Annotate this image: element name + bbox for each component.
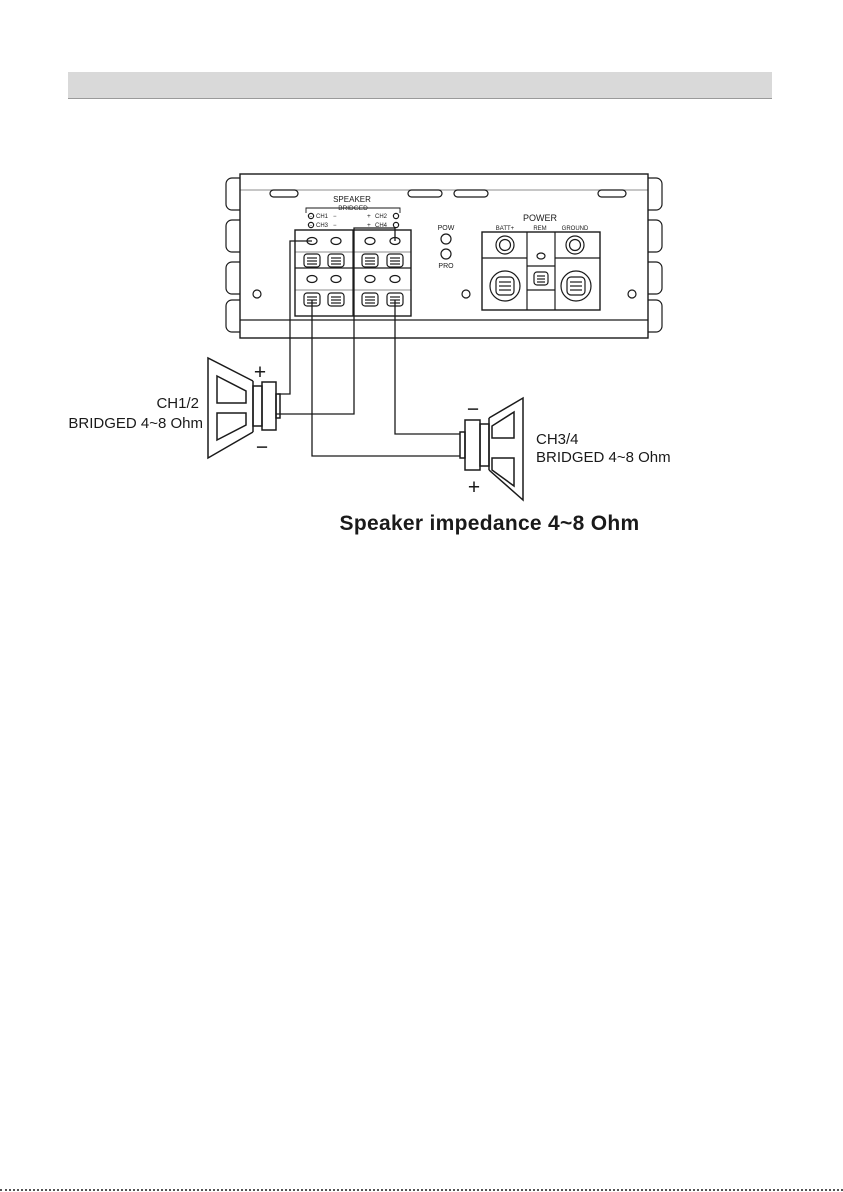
ch3-minus: − — [333, 223, 337, 229]
ch2-label: CH2 — [375, 214, 388, 220]
amplifier-chassis — [226, 174, 662, 338]
ch2-plus: + — [367, 213, 371, 220]
rem-label: REM — [533, 226, 546, 232]
left-speaker-plus: + — [254, 361, 266, 384]
right-speaker-impedance-label: BRIDGED 4~8 Ohm — [536, 449, 671, 466]
impedance-caption: Speaker impedance 4~8 Ohm — [0, 512, 843, 536]
ground-label: GROUND — [562, 226, 589, 232]
pow-led-icon — [441, 234, 451, 244]
pro-led-icon — [441, 249, 451, 259]
power-label: POWER — [523, 213, 558, 223]
right-speaker-channel-label: CH3/4 — [536, 431, 579, 448]
wiring-diagram: SPEAKER BRIDGED − CH1 − − CH3 − + CH2 + … — [0, 0, 843, 560]
status-leds: POW PRO — [438, 225, 455, 270]
batt-screw-icon — [496, 236, 514, 254]
power-terminal-block: POWER BATT+ REM GROUND — [482, 213, 600, 310]
rem-screw-icon — [537, 253, 545, 259]
ch1-label: CH1 — [316, 214, 329, 220]
left-speaker-icon — [208, 358, 280, 458]
pro-label: PRO — [438, 263, 454, 270]
ch3-sign: − — [310, 223, 313, 229]
batt-label: BATT+ — [496, 226, 515, 232]
ch1-sign: − — [310, 214, 313, 220]
ch3-label: CH3 — [316, 223, 329, 229]
ground-screw-icon — [566, 236, 584, 254]
speaker-terminal-block: SPEAKER BRIDGED − CH1 − − CH3 − + CH2 + … — [295, 195, 411, 316]
speaker-label: SPEAKER — [333, 195, 371, 204]
right-speaker-minus: − — [467, 398, 479, 421]
ch1-minus: − — [333, 214, 337, 220]
left-speaker-impedance-label: BRIDGED 4~8 Ohm — [68, 415, 203, 432]
bottom-rule — [0, 1189, 843, 1191]
right-speaker-plus: + — [468, 476, 480, 499]
pow-label: POW — [438, 225, 455, 232]
left-speaker-minus: − — [256, 436, 268, 459]
left-speaker-channel-label: CH1/2 — [156, 395, 199, 412]
bridged-label: BRIDGED — [338, 205, 368, 212]
